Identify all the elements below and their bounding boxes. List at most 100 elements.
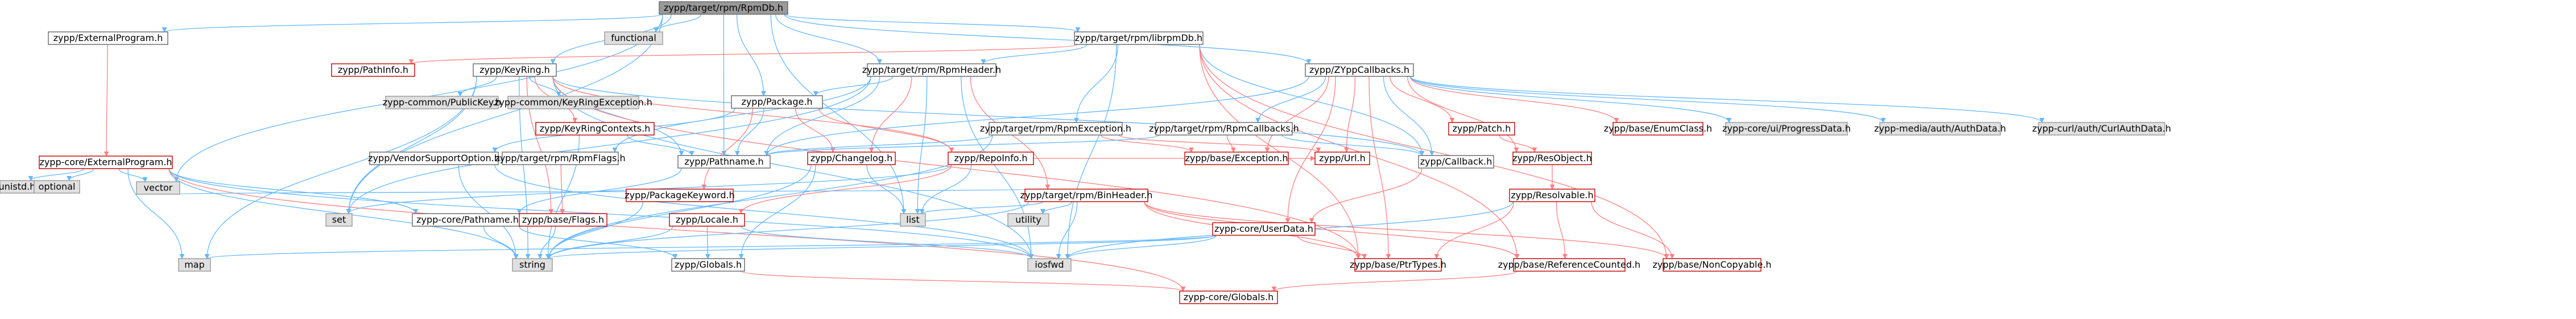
graph-node-extprogcore[interactable]: zypp-core/ExternalProgram.h	[39, 156, 173, 169]
node-label: zypp/target/rpm/RpmDb.h	[664, 2, 783, 13]
edge-extprogcore-to-unistd	[28, 168, 84, 181]
node-box	[1509, 189, 1595, 202]
graph-node-coreglobals[interactable]: zypp-core/Globals.h	[1179, 291, 1278, 304]
node-box	[989, 122, 1123, 136]
graph-node-keyring[interactable]: zypp/KeyRing.h	[473, 63, 557, 77]
edge-rpmdb-to-extprog	[162, 14, 663, 32]
edge-corepathname-to-string	[483, 226, 519, 259]
node-box	[677, 155, 771, 169]
edge-rpmheader-to-package	[813, 76, 894, 96]
graph-node-authdata: zypp-media/auth/AuthData.h	[1874, 122, 2006, 136]
graph-node-repoinfo[interactable]: zypp/RepoInfo.h	[948, 152, 1034, 165]
edge-librpmdb-to-rpmexc	[1073, 44, 1119, 123]
edge-globals-to-coreglobals	[741, 271, 1186, 292]
node-box	[1179, 291, 1278, 304]
graph-node-zyppcallbacks[interactable]: zypp/ZYppCallbacks.h	[1305, 63, 1414, 77]
graph-node-enumclass[interactable]: zypp/base/EnumClass.h	[1604, 122, 1712, 136]
node-label: zypp-common/PublicKey.h	[383, 97, 501, 108]
node-label: zypp-core/UserData.h	[1214, 223, 1313, 234]
graph-node-noncopyable[interactable]: zypp/base/NonCopyable.h	[1652, 258, 1772, 272]
node-box	[1305, 63, 1414, 77]
graph-node-package[interactable]: zypp/Package.h	[731, 95, 823, 109]
graph-node-vector: vector	[136, 181, 180, 195]
edge-keyring-to-callback	[552, 76, 1425, 156]
node-label: zypp-core/Globals.h	[1184, 292, 1274, 302]
graph-node-resolvable[interactable]: zypp/Resolvable.h	[1509, 189, 1595, 202]
edge-package-to-repoinfo	[818, 108, 954, 153]
node-label: zypp-core/ui/ProgressData.h	[1722, 123, 1851, 134]
node-label: zypp/Resolvable.h	[1511, 190, 1593, 201]
node-label: zypp/target/rpm/RpmHeader.h	[862, 64, 1001, 75]
graph-node-patch[interactable]: zypp/Patch.h	[1448, 122, 1515, 136]
graph-node-corepathname[interactable]: zypp-core/Pathname.h	[412, 213, 523, 227]
edge-librpmdb-to-pathinfo	[409, 44, 1078, 64]
graph-node-ptrtypes[interactable]: zypp/base/PtrTypes.h	[1350, 258, 1446, 272]
node-label: zypp/VendorSupportOption.h	[368, 153, 500, 163]
node-label: optional	[39, 181, 76, 192]
edge-changelog-to-globals	[738, 164, 816, 259]
node-box	[1024, 189, 1148, 202]
edge-keyringctx-to-pathname	[627, 134, 694, 156]
node-label: zypp/PackageKeyword.h	[625, 190, 734, 201]
graph-node-rpmheader[interactable]: zypp/target/rpm/RpmHeader.h	[862, 63, 1001, 77]
node-label: zypp/ExternalProgram.h	[53, 32, 163, 43]
edge-binheader-to-iosfwd	[1056, 201, 1078, 259]
edge-extprogcore-to-optional	[66, 168, 94, 181]
edge-rpmdb-to-package	[736, 14, 767, 96]
graph-node-optional: optional	[34, 180, 80, 194]
edge-zyppcallbacks-to-enumclass	[1409, 76, 1619, 123]
node-box	[369, 152, 499, 165]
graph-node-string: string	[512, 258, 553, 272]
node-label: map	[184, 259, 205, 270]
node-label: zypp/RepoInfo.h	[954, 153, 1028, 163]
graph-node-binheader[interactable]: zypp/target/rpm/BinHeader.h	[1020, 189, 1153, 202]
graph-node-callback[interactable]: zypp/Callback.h	[1418, 155, 1494, 169]
graph-node-librpmdb[interactable]: zypp/target/rpm/librpmDb.h	[1074, 31, 1204, 45]
graph-node-refcounted[interactable]: zypp/base/ReferenceCounted.h	[1498, 258, 1640, 272]
node-box	[1612, 122, 1703, 136]
edge-rpmheader-to-iosfwd	[961, 76, 1034, 259]
edge-rpmdb-to-set	[346, 14, 663, 214]
edge-keyring-to-map	[204, 76, 477, 259]
node-box	[136, 181, 180, 195]
node-box	[512, 258, 553, 272]
node-label: zypp/base/NonCopyable.h	[1652, 259, 1771, 270]
graph-node-vendorsupp[interactable]: zypp/VendorSupportOption.h	[368, 152, 500, 165]
edge-extprogcore-to-corepathname	[168, 168, 419, 214]
node-box	[1074, 31, 1204, 45]
graph-node-pathinfo[interactable]: zypp/PathInfo.h	[331, 63, 415, 77]
graph-node-pathname[interactable]: zypp/Pathname.h	[677, 155, 771, 169]
node-label: zypp/base/EnumClass.h	[1604, 123, 1712, 134]
graph-node-changelog[interactable]: zypp/Changelog.h	[807, 152, 896, 165]
node-box	[1155, 122, 1293, 136]
edge-repoinfo-to-list	[919, 164, 972, 214]
node-box	[473, 63, 557, 77]
graph-node-packagekw[interactable]: zypp/PackageKeyword.h	[625, 189, 735, 202]
node-label: utility	[1015, 214, 1041, 225]
edge-callback-to-userdata	[1309, 167, 1423, 223]
node-box	[1512, 152, 1592, 165]
graph-node-url[interactable]: zypp/Url.h	[1314, 152, 1370, 165]
edge-zyppcallbacks-to-progressdata	[1409, 76, 1732, 123]
edge-librpmdb-to-iosfwd	[1065, 44, 1117, 259]
edge-binheader-to-list	[919, 201, 1044, 214]
graph-node-keyringctx[interactable]: zypp/KeyRingContexts.h	[535, 122, 655, 136]
graph-node-locale[interactable]: zypp/Locale.h	[669, 213, 745, 227]
graph-node-keyringexc: zypp-common/KeyRingException.h	[494, 96, 652, 109]
graph-node-rpmcallbacks[interactable]: zypp/target/rpm/RpmCallbacks.h	[1149, 122, 1299, 136]
edge-rpmheader-to-rpmflags	[612, 76, 871, 153]
graph-node-extprog[interactable]: zypp/ExternalProgram.h	[48, 31, 168, 45]
graph-node-baseexc[interactable]: zypp/base/Exception.h	[1184, 152, 1289, 165]
node-box	[626, 189, 734, 202]
node-box	[1354, 258, 1442, 272]
edge-rpmcallbacks-to-pathname	[764, 134, 1160, 156]
graph-node-userdata[interactable]: zypp-core/UserData.h	[1212, 222, 1316, 236]
graph-node-rpmexc[interactable]: zypp/target/rpm/RpmException.h	[980, 122, 1131, 136]
graph-node-rpmflags[interactable]: zypp/target/rpm/RpmFlags.h	[495, 152, 626, 165]
graph-node-baseflags[interactable]: zypp/base/Flags.h	[519, 213, 607, 227]
graph-node-globals[interactable]: zypp/Globals.h	[671, 258, 745, 272]
edge-librpmdb-to-ptrtypes	[1199, 44, 1361, 259]
graph-node-resobject[interactable]: zypp/ResObject.h	[1512, 152, 1592, 165]
node-label: zypp-media/auth/AuthData.h	[1874, 123, 2006, 134]
